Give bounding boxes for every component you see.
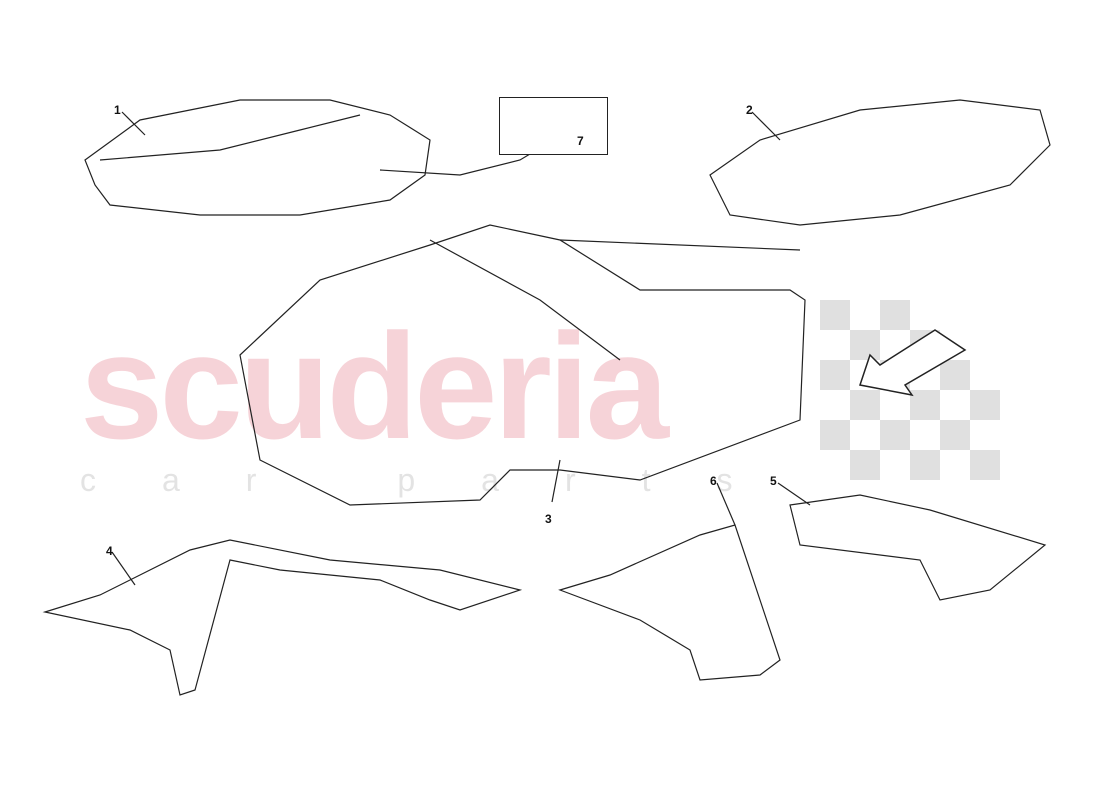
watermark-main: scuderia — [80, 302, 669, 470]
callout-3: 3 — [545, 512, 552, 526]
chassis-outline — [239, 224, 806, 506]
frame-6-outline — [558, 524, 781, 681]
callout-2: 2 — [746, 103, 753, 117]
callout-5: 5 — [770, 474, 777, 488]
spider-body-outline — [709, 99, 1051, 226]
callout-7: 7 — [577, 134, 584, 148]
frame-5-outline — [789, 494, 1047, 601]
tape-inset-box — [499, 97, 608, 155]
checkered-flag-icon — [820, 300, 1000, 480]
arrow-down-left-icon — [859, 329, 967, 397]
callout-4: 4 — [106, 544, 113, 558]
callout-1: 1 — [114, 103, 121, 117]
frame-4-outline — [42, 539, 523, 696]
coupe-body-outline — [84, 99, 431, 216]
watermark-sub: car parts — [80, 462, 799, 498]
callout-6: 6 — [710, 474, 717, 488]
